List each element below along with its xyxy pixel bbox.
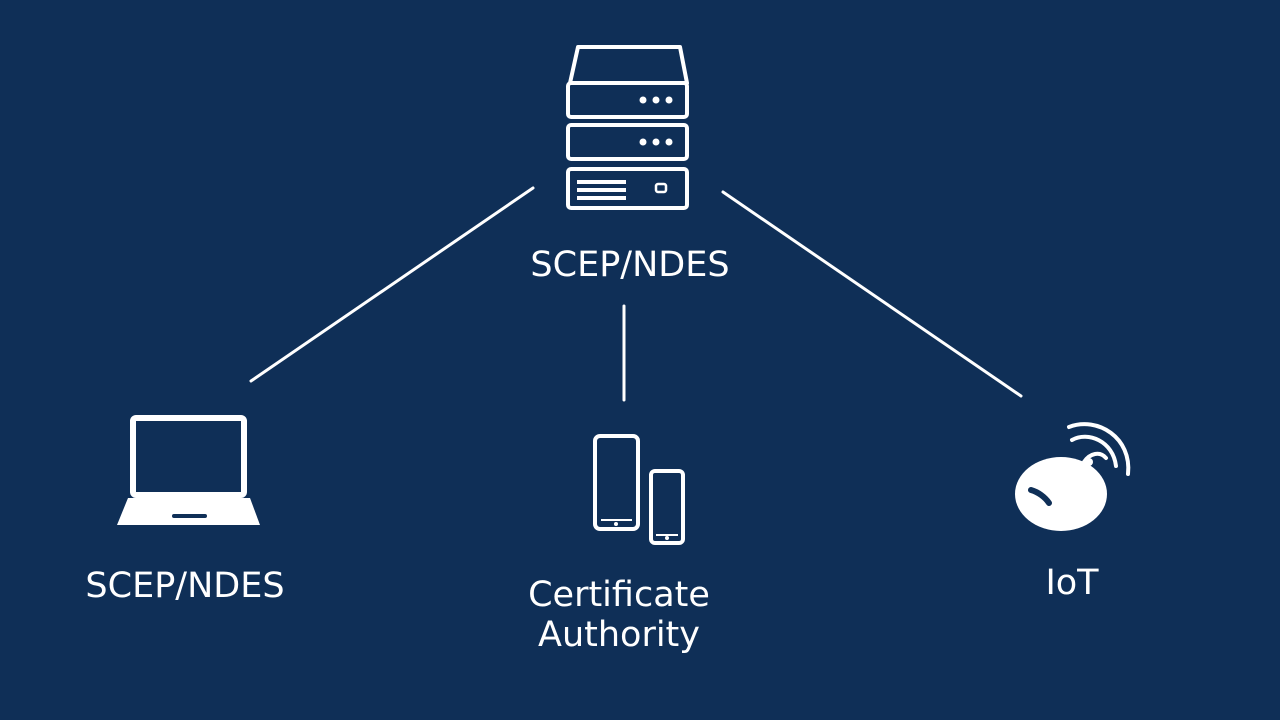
server-stack-icon [566, 45, 689, 210]
laptop-label: SCEP/NDES [85, 566, 285, 606]
connector-server-to-laptop [249, 186, 535, 383]
certificate-authority-label-line-1: Certificate [528, 575, 710, 615]
iot-wireless-icon [1015, 422, 1131, 531]
laptop-icon [117, 415, 260, 525]
connector-server-to-iot [721, 190, 1023, 398]
mobile-devices-icon [593, 434, 685, 545]
iot-label: IoT [1045, 563, 1099, 603]
certificate-authority-label: Certificate Authority [484, 575, 754, 655]
certificate-authority-label-line-2: Authority [538, 615, 700, 655]
server-label: SCEP/NDES [530, 245, 730, 285]
